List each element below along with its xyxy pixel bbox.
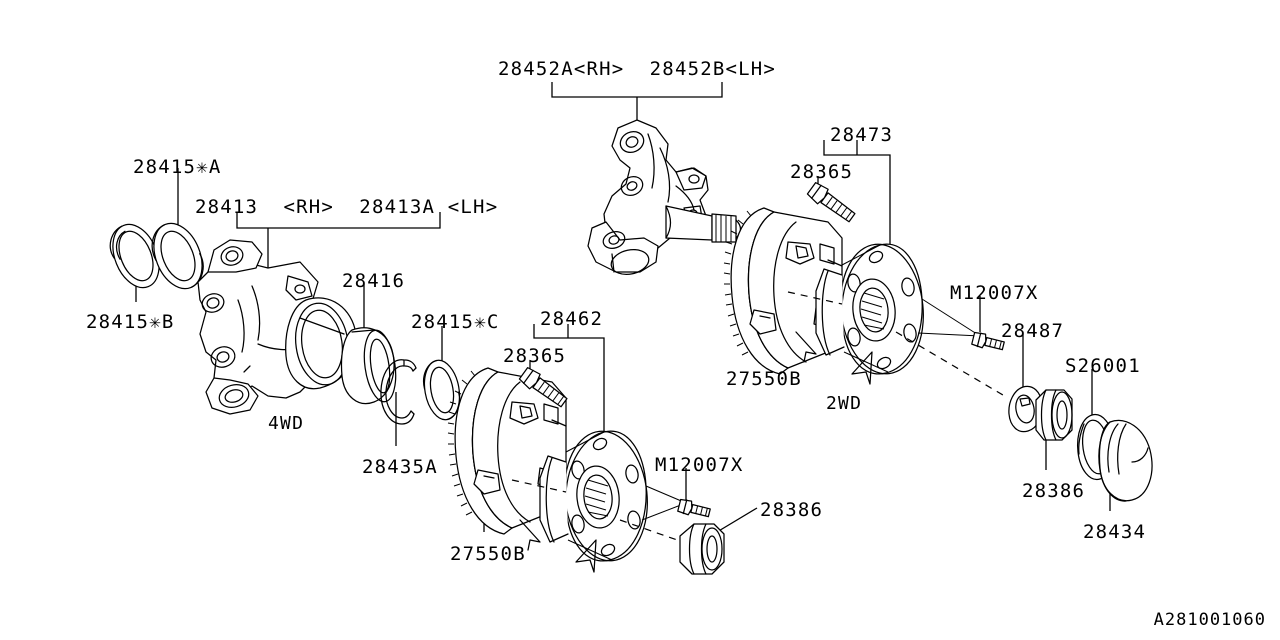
part-shape-m12007x-upper-bolt [971,331,1005,351]
part-shape-28386-upper-nut [1035,389,1073,441]
part-28386-hi: 28386 [1022,480,1086,502]
part-shape-28462-wheel-hub-lower [539,430,648,562]
part-28415-b: 28415✳B [86,311,175,333]
drive-type-2wd: 2WD [826,393,863,414]
part-28415-c: 28415✳C [411,311,500,333]
part-28462: 28462 [540,308,604,330]
part-m12007x-hi: M12007X [950,282,1039,304]
part-28434: 28434 [1083,521,1147,543]
part-28365-hi: 28365 [790,161,854,183]
part-shape-28473-wheel-hub-upper [815,243,924,375]
part-shape-28487-lock-washer [1008,385,1043,433]
assembly-axis-upper [787,244,1009,399]
part-28487: 28487 [1001,320,1065,342]
part-shape-28415c-oil-seal [423,359,461,421]
part-28386-lo: 28386 [760,499,824,521]
part-28473: 28473 [830,124,894,146]
part-shape-28416-bearing [340,327,397,405]
part-shape-28415a-oil-seal [151,222,204,290]
part-shape-28434-hub-cap [1098,419,1153,502]
part-s26001: S26001 [1065,355,1141,377]
part-28365-lo: 28365 [503,345,567,367]
part-shape-28452-knuckle-spindle [587,119,742,276]
part-27550b-lo: 27550B [450,543,526,565]
drive-type-4wd: 4WD [268,413,305,434]
part-m12007x-lo: M12007X [655,454,744,476]
part-27550b-hi: 27550B [726,368,802,390]
part-28435a: 28435A [362,456,438,478]
part-28452: 28452A<RH> 28452B<LH> [498,58,777,80]
part-28413-rh: 28413 <RH> 28413A <LH> [195,196,499,218]
part-shape-28386-lower-nut [679,523,725,575]
diagram-id-code: A281001060 [1153,610,1266,630]
part-28416: 28416 [342,270,406,292]
part-shape-28435a-snap-ring [380,359,417,425]
part-28415-a: 28415✳A [133,156,222,178]
part-shape-28365-upper-bolt [806,182,856,223]
part-shape-28365-lower-bolt [518,367,568,408]
part-shape-m12007x-lower-bolt [677,498,711,518]
part-shape-28413-steering-knuckle [197,239,358,415]
